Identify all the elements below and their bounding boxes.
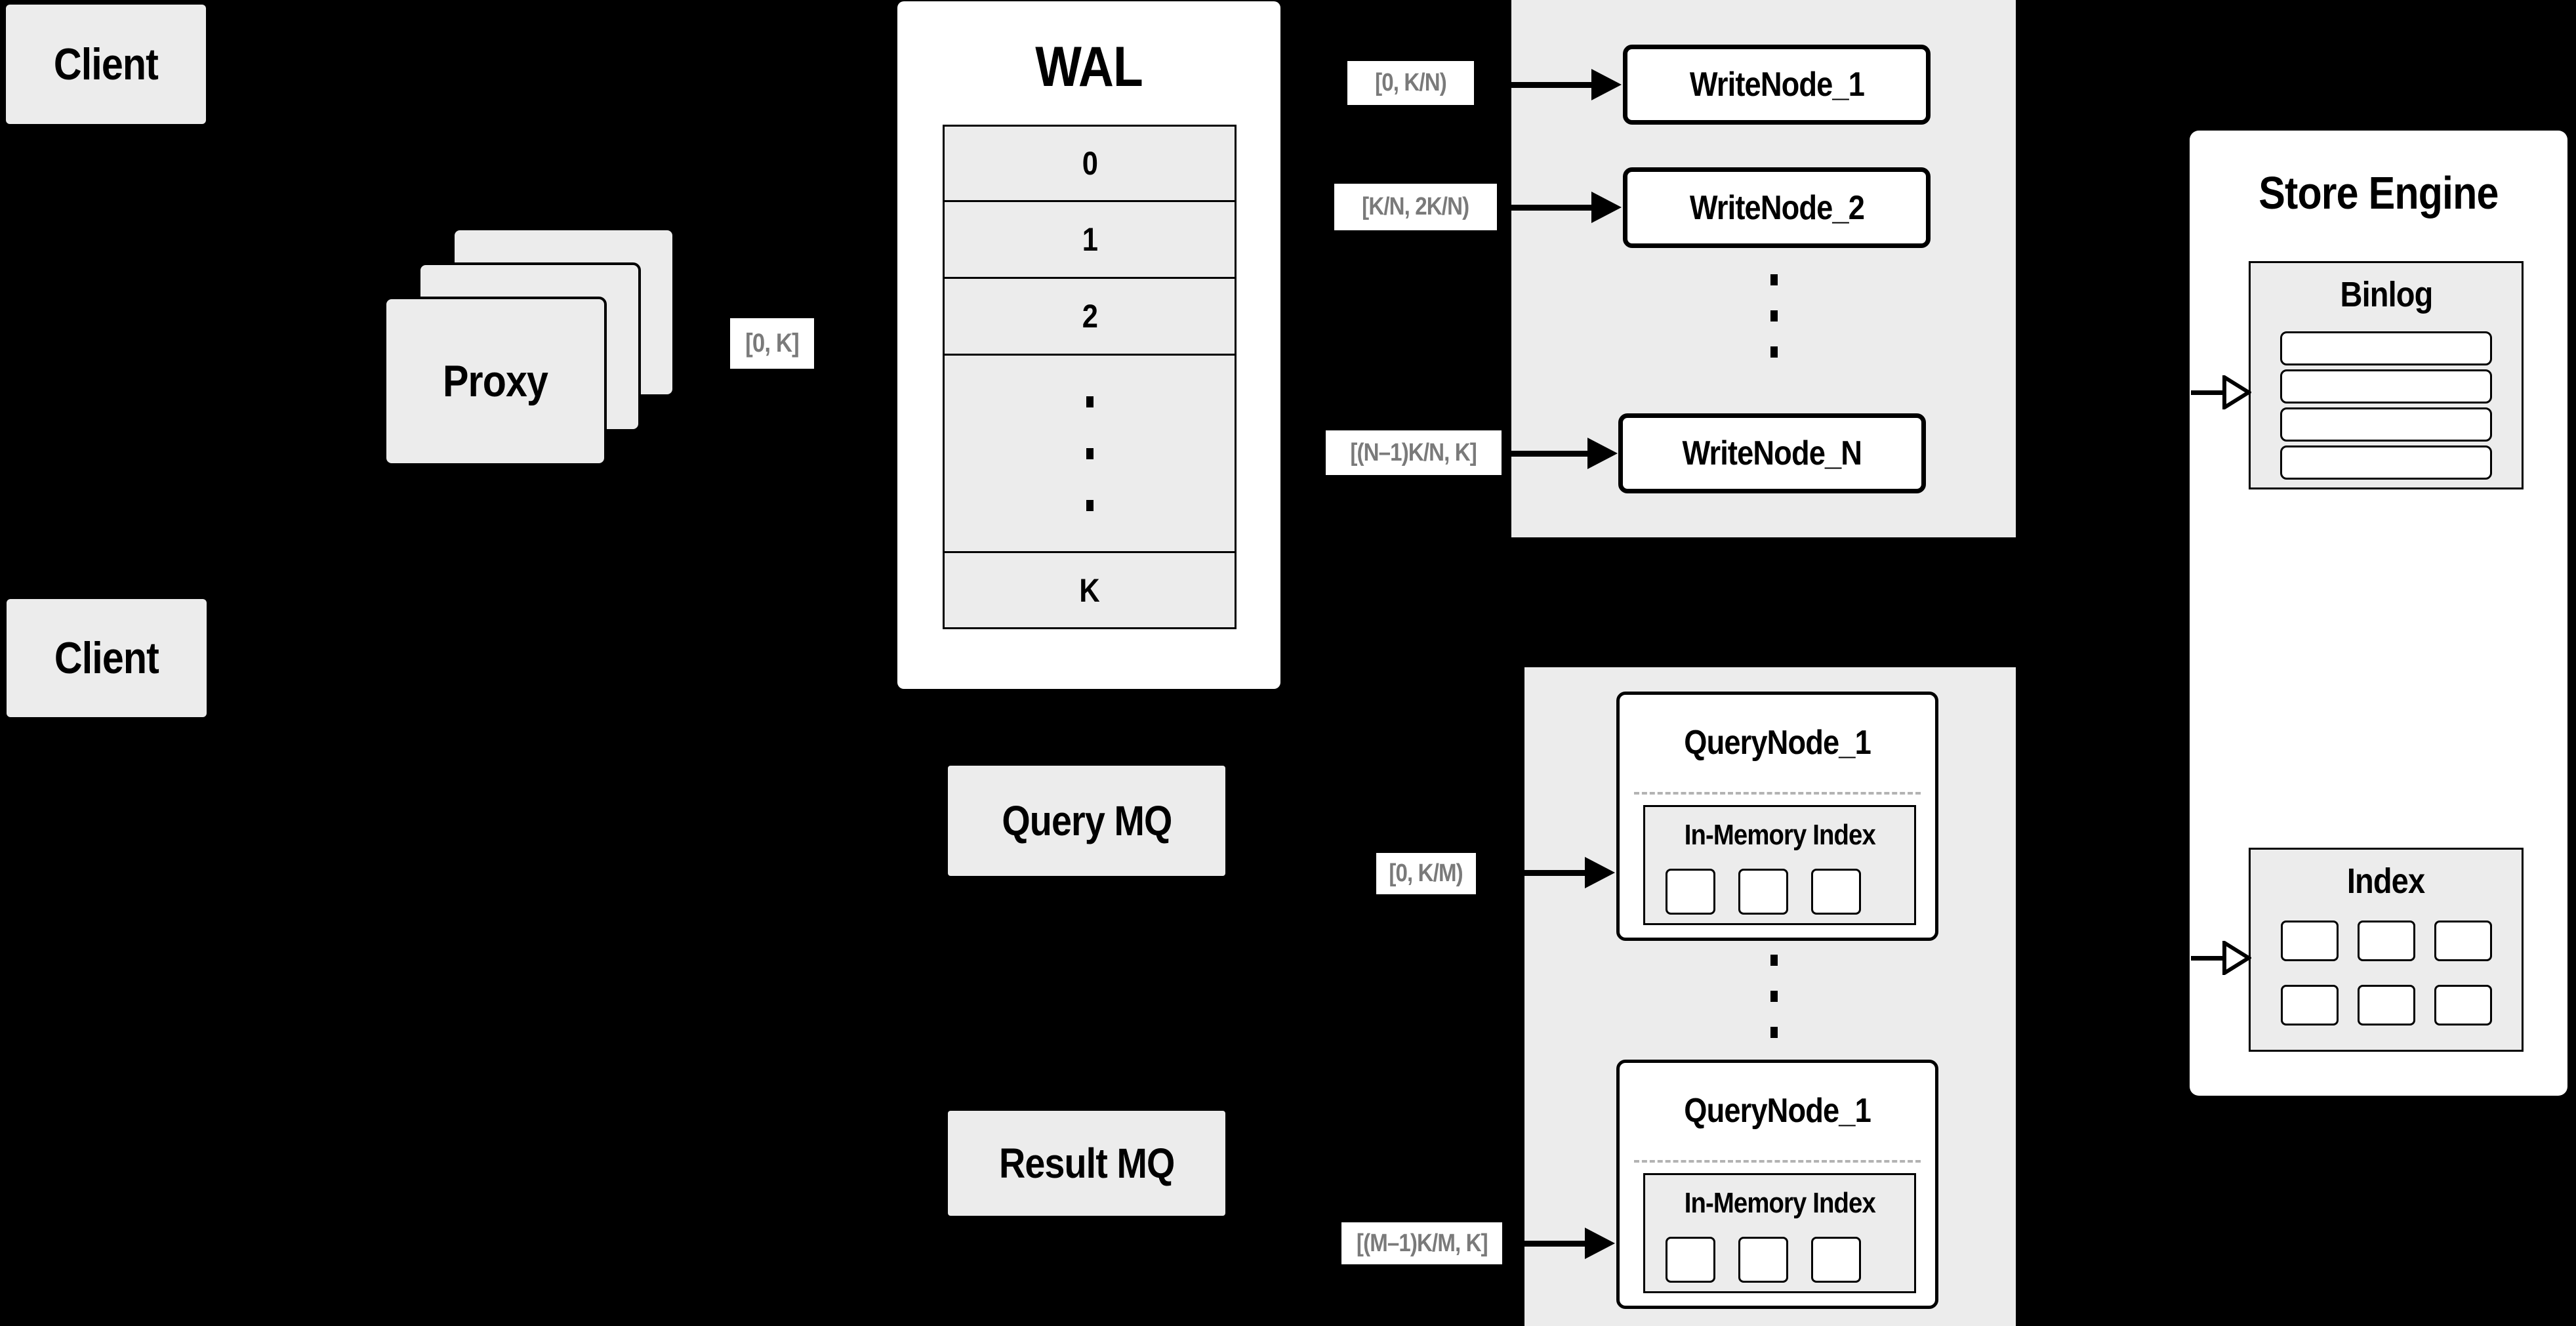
arrow-query-m-head-icon — [1585, 1228, 1615, 1259]
binlog-segments — [2280, 331, 2492, 480]
query-node-bottom-title-wrap: QueryNode_1 — [1620, 1063, 1935, 1158]
in-memory-index-top-cells — [1666, 869, 1861, 915]
index-title-wrap: Index — [2251, 855, 2522, 907]
arrow-query-1-shaft — [1523, 870, 1587, 876]
arrow-write-2-head-icon — [1591, 192, 1622, 223]
client-bottom-box: Client — [7, 599, 207, 717]
index-cell — [2358, 921, 2415, 961]
index-cells — [2281, 921, 2492, 1026]
query-node-top-divider — [1634, 792, 1921, 795]
range-label-proxy-out: [0, K] — [730, 318, 814, 369]
arrow-write-n-head-icon — [1587, 438, 1618, 469]
write-node-1-box: WriteNode_1 — [1623, 45, 1931, 125]
binlog-segment — [2280, 331, 2492, 365]
index-cell — [2434, 921, 2492, 961]
store-engine-box: Store Engine Binlog Index — [2190, 131, 2567, 1096]
query-node-bottom-title: QueryNode_1 — [1684, 1091, 1871, 1130]
wal-row-2: 2 — [945, 279, 1235, 356]
proxy-card-front: Proxy — [384, 297, 607, 466]
store-engine-title-wrap: Store Engine — [2190, 157, 2567, 229]
arrow-write-n-shaft — [1510, 451, 1593, 457]
open-arrow-binlog-icon — [2222, 375, 2251, 409]
index-title: Index — [2347, 861, 2425, 901]
client-bottom-label: Client — [54, 633, 159, 683]
in-memory-index-bottom-title: In-Memory Index — [1684, 1187, 1875, 1219]
segment-cell — [1738, 869, 1788, 915]
query-node-top-title-wrap: QueryNode_1 — [1620, 695, 1935, 790]
wal-row-k: K — [945, 553, 1235, 627]
query-mq-label: Query MQ — [1001, 797, 1172, 844]
store-engine-title: Store Engine — [2259, 167, 2499, 218]
segment-cell — [1811, 869, 1861, 915]
result-mq-label: Result MQ — [998, 1140, 1175, 1187]
arrow-write-2-shaft — [1510, 205, 1593, 211]
arrow-query-1-head-icon — [1585, 857, 1615, 888]
query-mq-box: Query MQ — [948, 766, 1225, 876]
arrow-query-m-shaft — [1523, 1241, 1587, 1247]
query-node-top-title: QueryNode_1 — [1684, 723, 1871, 762]
range-label-write-2: [K/N, 2K/N) — [1334, 184, 1497, 230]
binlog-segment — [2280, 445, 2492, 480]
index-cell — [2281, 985, 2339, 1026]
range-label-write-1: [0, K/N) — [1347, 61, 1474, 105]
range-label-query-1: [0, K/M) — [1376, 853, 1476, 894]
wal-title-wrap: WAL — [897, 34, 1280, 100]
binlog-box: Binlog — [2249, 261, 2524, 489]
result-mq-box: Result MQ — [948, 1111, 1225, 1216]
wal-row-0: 0 — [945, 127, 1235, 202]
segment-cell — [1811, 1237, 1861, 1283]
query-node-top-box: QueryNode_1 In-Memory Index — [1616, 692, 1938, 941]
binlog-segment — [2280, 407, 2492, 442]
wal-ellipsis-dots-icon — [1086, 396, 1094, 511]
binlog-title-wrap: Binlog — [2251, 268, 2522, 321]
index-cell — [2281, 921, 2339, 961]
range-label-query-m: [(M–1)K/M, K] — [1341, 1222, 1502, 1264]
query-node-bottom-divider — [1634, 1160, 1921, 1163]
in-memory-index-bottom-box: In-Memory Index — [1643, 1173, 1916, 1293]
index-box: Index — [2249, 848, 2524, 1052]
in-memory-index-bottom-title-wrap: In-Memory Index — [1645, 1179, 1914, 1228]
in-memory-index-top-title-wrap: In-Memory Index — [1645, 811, 1914, 860]
write-node-2-box: WriteNode_2 — [1623, 167, 1931, 248]
in-memory-index-bottom-cells — [1666, 1237, 1861, 1283]
client-top-label: Client — [53, 39, 159, 89]
proxy-label: Proxy — [442, 356, 548, 406]
arrow-binlog-shaft — [2191, 390, 2228, 395]
wal-title: WAL — [1035, 35, 1143, 98]
in-memory-index-top-title: In-Memory Index — [1684, 819, 1875, 851]
binlog-segment — [2280, 369, 2492, 404]
wal-row-ellipsis — [945, 356, 1235, 553]
binlog-title: Binlog — [2340, 275, 2433, 314]
wal-row-1: 1 — [945, 202, 1235, 279]
arrow-index-shaft — [2191, 956, 2228, 961]
wal-table: 0 1 2 K — [943, 125, 1237, 629]
index-cell — [2358, 985, 2415, 1026]
wal-container: WAL 0 1 2 K — [897, 1, 1280, 689]
segment-cell — [1666, 869, 1715, 915]
arrow-write-1-shaft — [1510, 82, 1593, 88]
open-arrow-index-icon — [2222, 941, 2251, 975]
write-nodes-ellipsis-dots-icon — [1770, 274, 1778, 358]
client-top-box: Client — [6, 5, 206, 124]
index-cell — [2434, 985, 2492, 1026]
segment-cell — [1738, 1237, 1788, 1283]
segment-cell — [1666, 1237, 1715, 1283]
write-node-n-box: WriteNode_N — [1618, 413, 1926, 493]
in-memory-index-top-box: In-Memory Index — [1643, 805, 1916, 925]
query-node-bottom-box: QueryNode_1 In-Memory Index — [1616, 1060, 1938, 1309]
arrow-write-1-head-icon — [1591, 69, 1622, 100]
query-nodes-ellipsis-dots-icon — [1770, 955, 1778, 1038]
range-label-write-n: [(N–1)K/N, K] — [1326, 430, 1502, 475]
